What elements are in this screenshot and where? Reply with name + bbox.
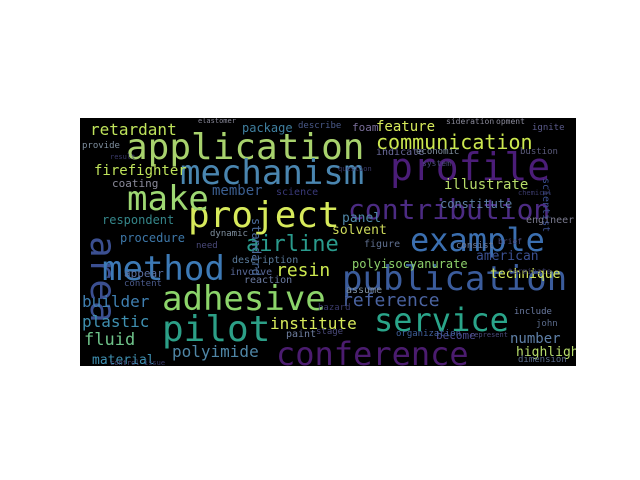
word: ignite	[532, 123, 565, 133]
word: technique	[490, 267, 561, 282]
word: john	[536, 319, 558, 329]
word: procedure	[120, 231, 186, 245]
word: panel	[342, 211, 382, 226]
word: contribution	[348, 193, 551, 226]
word: adhesive	[162, 279, 326, 319]
word: result	[110, 153, 136, 161]
word: become	[436, 329, 476, 342]
word: issue	[144, 359, 166, 367]
word: engineer	[526, 215, 575, 226]
word: appear	[124, 267, 164, 280]
word: dimension	[518, 355, 567, 365]
word: assume	[346, 285, 383, 296]
word: polyimide	[172, 342, 259, 361]
word: science	[276, 187, 319, 198]
word: indicate	[376, 147, 425, 158]
word: member	[212, 183, 263, 199]
word: sideration	[446, 118, 495, 126]
word: material	[92, 353, 155, 366]
word: application	[126, 127, 365, 168]
word: number	[510, 331, 561, 347]
word: illustrate	[444, 177, 529, 193]
word: solvent	[332, 223, 387, 238]
word: pilot	[162, 309, 271, 350]
word: description	[232, 255, 299, 266]
word: reference	[342, 290, 440, 311]
word: standard	[249, 218, 263, 276]
word: brief	[498, 237, 523, 246]
word: control	[110, 359, 140, 367]
word: paint	[286, 329, 317, 340]
word: american	[476, 249, 539, 264]
word: fluid	[84, 330, 136, 350]
word: communication	[376, 130, 533, 154]
word: represent	[470, 331, 508, 339]
word: economic	[416, 147, 460, 157]
word: feature	[376, 119, 436, 135]
word-cloud: application mechanism profile communicat…	[80, 118, 576, 366]
word: mechanism	[180, 153, 365, 193]
word: project	[188, 195, 340, 236]
word: opment	[496, 118, 525, 126]
word: conference	[276, 335, 469, 366]
word: foam	[352, 121, 379, 134]
word: retardant	[90, 120, 177, 139]
word: service	[374, 301, 509, 339]
word: constitute	[440, 197, 513, 211]
word: profile	[390, 145, 551, 189]
word: make	[127, 179, 209, 219]
word: firefighter	[94, 163, 187, 179]
word: polyisocyanurate	[352, 257, 468, 271]
word: builder	[82, 292, 150, 311]
word: system	[422, 159, 451, 168]
word: include	[514, 307, 552, 317]
word: dynamic	[210, 229, 248, 239]
word: example	[410, 221, 545, 259]
word: question	[338, 165, 372, 173]
word: involve	[230, 267, 273, 278]
word: chemical	[518, 189, 552, 197]
word: consist	[456, 241, 494, 251]
word: scientist	[540, 178, 551, 233]
word: method	[102, 249, 225, 289]
word: resin	[276, 260, 331, 281]
word: stage	[316, 327, 344, 337]
word: figure	[364, 239, 401, 250]
word: need	[196, 241, 218, 251]
word: institute	[270, 314, 357, 333]
word: publication	[342, 259, 568, 299]
word: bustion	[520, 147, 558, 157]
word: terminate	[508, 267, 552, 276]
word: highlight	[516, 345, 576, 360]
word: content	[124, 279, 162, 289]
word: reaction	[244, 275, 293, 286]
word: elastomer	[198, 118, 236, 125]
word: package	[242, 121, 293, 135]
word: coating	[112, 177, 159, 190]
word: hazard	[318, 303, 351, 313]
word: describe	[298, 121, 342, 131]
word: plastic	[82, 312, 150, 331]
word: airline	[246, 232, 339, 257]
word: provide	[82, 141, 120, 151]
word: organization	[396, 329, 462, 339]
word: respondent	[102, 213, 175, 227]
